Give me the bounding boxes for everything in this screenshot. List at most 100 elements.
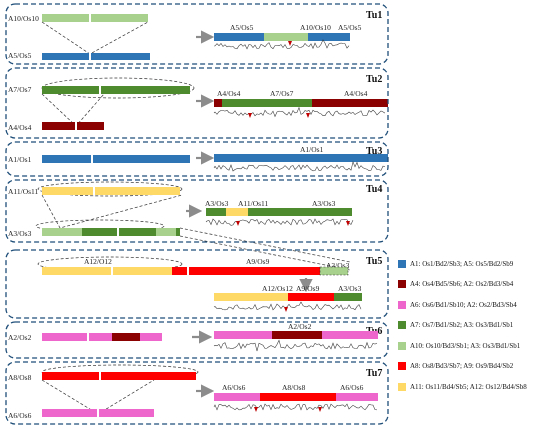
chromosome-bar (322, 331, 378, 339)
segment-label: A3/Os3 (205, 199, 229, 208)
segment-label: A3/Os3 (312, 199, 336, 208)
coverage-trace (213, 403, 378, 411)
chromosome-label: A8/Os8 (8, 373, 32, 382)
chromosome-bar (214, 99, 222, 107)
chromosome-bar (288, 293, 334, 301)
panel-title: Tu3 (366, 146, 382, 157)
chromosome-label: A5/Os5 (8, 51, 32, 60)
centromere-peak (236, 221, 240, 226)
segment-label: A2/Os2 (288, 322, 312, 331)
fusion-guide-line (41, 93, 105, 127)
panel-tu3-frame (5, 141, 389, 177)
inversion-ellipse (37, 256, 183, 272)
panel-title: Tu4 (366, 184, 382, 195)
legend-label: A4: Os4/Bd5/Sb6; A2: Os2/Bd3/Sb4 (410, 280, 514, 288)
legend-swatch (398, 300, 406, 309)
centromere-mark (75, 121, 77, 131)
legend-swatch (398, 362, 406, 370)
panel-tu7-frame (5, 361, 389, 425)
fusion-guide-line (41, 21, 149, 55)
legend-label: A1: Os1/Bd2/Sb3; A5: Os5/Bd2/Sb9 (410, 259, 514, 268)
segment-label: A10/Os10 (300, 23, 331, 32)
legend-swatch (398, 259, 406, 268)
panel-tu2-frame (5, 67, 389, 139)
chromosome-bar (42, 155, 190, 163)
centromere-mark (87, 332, 89, 342)
chromosome-bar (260, 393, 336, 401)
centromere-peak (288, 41, 292, 46)
fusion-guide-line (179, 227, 351, 263)
coverage-trace (205, 218, 354, 226)
chromosome-bar (172, 267, 320, 275)
segment-label: A4/Os4 (217, 89, 241, 98)
legend-item: A11: Os11/Bd4/Sb5; A12: Os12/Bd4/Sb8 (398, 381, 554, 392)
legend-label: A11: Os11/Bd4/Sb5; A12: Os12/Bd4/Sb8 (410, 382, 527, 391)
legend-label: A10: Os10/Bd3/Sb1; A3: Os3/Bd1/Sb1 (410, 341, 521, 350)
segment-label: A1/Os1 (300, 145, 324, 154)
chromosome-bar (336, 393, 378, 401)
legend-swatch (398, 341, 406, 350)
chromosome-bar (42, 267, 172, 275)
chromosome-bar (334, 293, 362, 301)
chromosome-bar (226, 208, 248, 216)
centromere-peak (284, 307, 288, 312)
inversion-ellipse (37, 181, 183, 197)
panel-tu1-frame (5, 3, 389, 65)
chromosome-label: A3/Os3 (8, 229, 32, 238)
segment-label: A5/Os5 (338, 23, 362, 32)
centromere-mark (187, 266, 189, 276)
chromosome-label: A10/Os10 (8, 14, 39, 23)
chromosome-bar (156, 228, 176, 236)
segment-label: A4/Os4 (344, 89, 368, 98)
legend-item: A1: Os1/Bd2/Sb3; A5: Os5/Bd2/Sb9 (398, 258, 554, 269)
chromosome-bar (272, 331, 322, 339)
chromosome-bar (312, 99, 388, 107)
centromere-peak (306, 113, 310, 118)
chromosome-label: A4/Os4 (8, 123, 32, 132)
panel-tu6-frame (5, 321, 389, 359)
fusion-guide-line (179, 235, 351, 271)
chromosome-bar (206, 208, 226, 216)
coverage-trace (213, 339, 378, 352)
chromosome-bar (112, 333, 140, 341)
segment-label: A12/O12 (84, 257, 112, 266)
centromere-mark (99, 85, 101, 95)
chromosome-bar (140, 333, 162, 341)
chromosome-label: A11/Os11 (8, 187, 39, 196)
chromosome-bar (214, 293, 288, 301)
panel-title: Tu2 (366, 74, 382, 85)
fusion-guide-line (41, 194, 183, 229)
legend-item: A8: Os8/Bd3/Sb7; A9: Os9/Bd4/Sb2 (398, 361, 554, 372)
centromere-mark (93, 186, 95, 196)
panel-title: Tu5 (366, 256, 382, 267)
legend-swatch (398, 280, 406, 288)
chromosome-bar (42, 333, 112, 341)
chromosome-bar (42, 187, 180, 195)
inversion-ellipse (35, 219, 165, 233)
panel-title: Tu1 (366, 10, 382, 21)
segment-label: A6/Os6 (222, 383, 246, 392)
coverage-trace (213, 301, 362, 311)
chromosome-bar (42, 53, 150, 60)
chromosome-bar (248, 208, 352, 216)
centromere-mark (99, 371, 101, 381)
chromosome-bar (222, 99, 312, 107)
centromere-mark (97, 408, 99, 418)
segment-label: A3/Os3 (326, 261, 350, 270)
chromosome-bar (214, 33, 264, 41)
legend-item: A6: Os6/Bd1/Sb10; A2: Os2/Bd3/Sb4 (398, 299, 554, 310)
legend-label: A7: Os7/Bd1/Sb2; A3: Os3/Bd1/Sb1 (410, 321, 514, 329)
chromosome-bar (42, 372, 196, 380)
coverage-trace (213, 106, 386, 118)
centromere-peak (254, 407, 258, 412)
segment-label: A12/Os12 (262, 284, 293, 293)
chromosome-bar (42, 86, 190, 94)
legend-item: A4: Os4/Bd5/Sb6; A2: Os2/Bd3/Sb4 (398, 279, 554, 290)
